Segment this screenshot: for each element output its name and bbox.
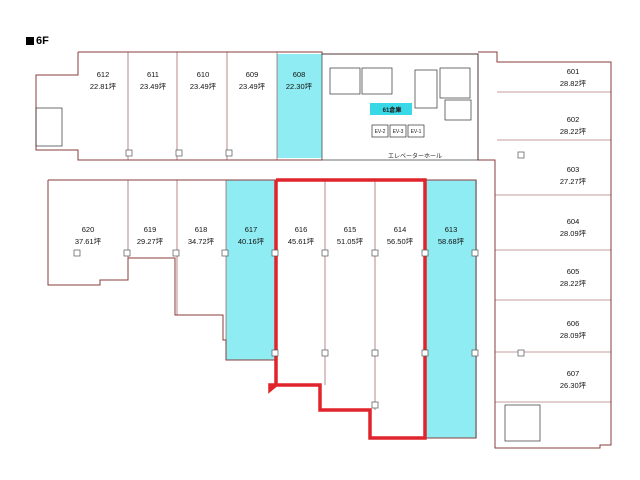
unit-604-area: 28.09坪: [560, 229, 587, 238]
unit-609-number: 609: [246, 70, 259, 79]
unit-605-number: 605: [567, 267, 580, 276]
unit-606-area: 28.09坪: [560, 331, 587, 340]
floor-marker-icon: [26, 37, 34, 45]
unit-602-area: 28.22坪: [560, 127, 587, 136]
storage-label: 61倉庫: [383, 106, 402, 114]
unit-604-number: 604: [567, 217, 580, 226]
unit-601-number: 601: [567, 67, 580, 76]
unit-617-area: 40.16坪: [238, 237, 265, 246]
unit-614-area: 56.50坪: [387, 237, 414, 246]
elevator-hall-label: エレベーターホール: [388, 152, 442, 160]
unit-610-area: 23.49坪: [190, 82, 217, 91]
unit-614-number: 614: [394, 225, 407, 234]
unit-618-area: 34.72坪: [188, 237, 215, 246]
unit-601-area: 28.82坪: [560, 79, 587, 88]
unit-616-number: 616: [295, 225, 308, 234]
available-fills: [226, 54, 477, 438]
unit-618-number: 618: [195, 225, 208, 234]
unit-608-number: 608: [293, 70, 306, 79]
unit-611-number: 611: [147, 70, 159, 79]
unit-603-number: 603: [567, 165, 580, 174]
floor-name: 6F: [36, 35, 49, 47]
unit-613-area: 58.68坪: [438, 237, 465, 246]
unit-620-number: 620: [82, 225, 95, 234]
unit-612-area: 22.81坪: [90, 82, 117, 91]
highlight-outline: [268, 178, 427, 440]
ev-label-2: EV-3: [393, 129, 404, 135]
unit-606-number: 606: [567, 319, 580, 328]
unit-607-area: 26.30坪: [560, 381, 587, 390]
core-storage-fill: [370, 103, 412, 115]
unit-619-area: 29.27坪: [137, 237, 164, 246]
unit-609-area: 23.49坪: [239, 82, 266, 91]
unit-611-area: 23.49坪: [140, 82, 167, 91]
unit-613-fill: [425, 180, 477, 438]
unit-610-number: 610: [197, 70, 210, 79]
unit-602-number: 602: [567, 115, 580, 124]
unit-615-area: 51.05坪: [337, 237, 364, 246]
unit-603-area: 27.27坪: [560, 177, 587, 186]
unit-619-number: 619: [144, 225, 157, 234]
unit-617-number: 617: [245, 225, 258, 234]
unit-612-number: 612: [97, 70, 110, 79]
unit-608-fill: [277, 54, 322, 158]
unit-616-area: 45.61坪: [288, 237, 315, 246]
unit-labels: 612 22.81坪 611 23.49坪 610 23.49坪 609 23.49坪 608 2…: [75, 67, 587, 390]
ev-label-3: EV-1: [411, 129, 422, 135]
pillars: [73, 149, 525, 409]
unit-608-area: 22.30坪: [286, 82, 313, 91]
ev-label-1: EV-2: [375, 129, 386, 135]
unit-620-area: 37.61坪: [75, 237, 102, 246]
building-walls: [35, 51, 612, 449]
floor-label: 6F: [26, 35, 49, 47]
unit-613-number: 613: [445, 225, 458, 234]
unit-615-number: 615: [344, 225, 357, 234]
unit-607-number: 607: [567, 369, 580, 378]
unit-617-fill: [226, 180, 276, 360]
unit-605-area: 28.22坪: [560, 279, 587, 288]
